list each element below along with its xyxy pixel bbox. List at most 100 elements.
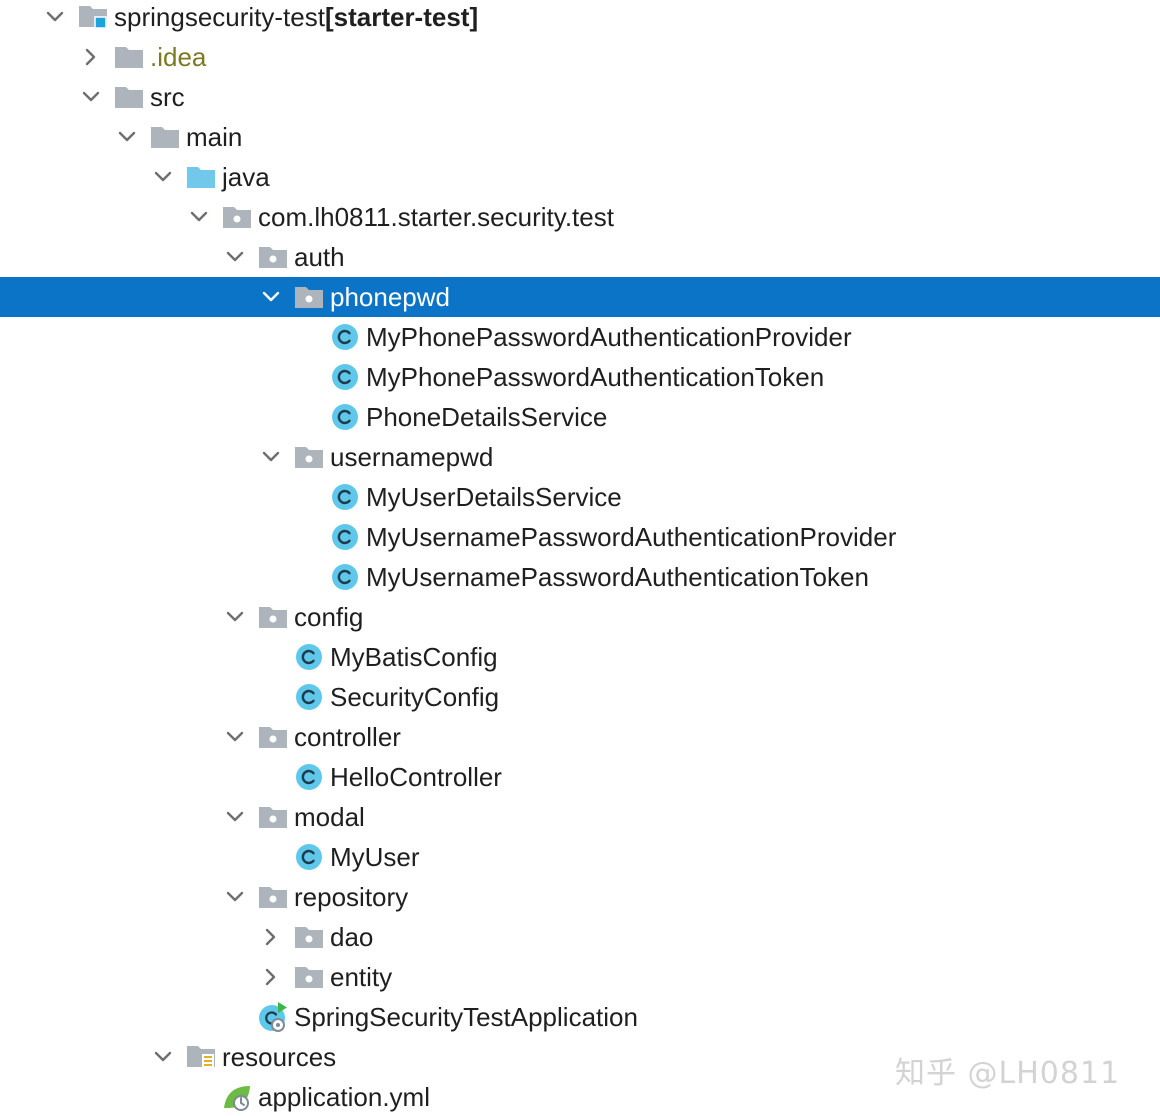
tree-node-modal[interactable]: modal bbox=[0, 797, 1160, 837]
chevron-down-icon[interactable] bbox=[150, 1037, 176, 1077]
tree-node-label: dao bbox=[330, 922, 374, 952]
module-tag: [starter-test] bbox=[324, 2, 479, 32]
tree-node-springsecurity-test[interactable]: springsecurity-test [starter-test] bbox=[0, 0, 1160, 37]
chevron-down-icon[interactable] bbox=[258, 437, 284, 477]
project-name: springsecurity-test bbox=[114, 2, 325, 32]
tree-node-label: main bbox=[186, 122, 243, 152]
tree-node-label: MyUserDetailsService bbox=[366, 482, 622, 512]
tree-node-auth[interactable]: auth bbox=[0, 237, 1160, 277]
toggle-spacer bbox=[186, 1077, 212, 1116]
tree-node-label: MyUsernamePasswordAuthenticationToken bbox=[366, 562, 869, 592]
tree-node-label: .idea bbox=[150, 42, 207, 72]
module-folder-icon bbox=[78, 0, 108, 37]
chevron-down-icon[interactable] bbox=[222, 597, 248, 637]
class-icon bbox=[294, 837, 324, 877]
tree-node-java[interactable]: java bbox=[0, 157, 1160, 197]
package-icon bbox=[258, 877, 288, 917]
tree-node-label: MyBatisConfig bbox=[330, 642, 498, 672]
tree-node-hellocontroller[interactable]: HelloController bbox=[0, 757, 1160, 797]
package-icon bbox=[294, 437, 324, 477]
tree-node-securityconfig[interactable]: SecurityConfig bbox=[0, 677, 1160, 717]
tree-node-myusernamepasswordauthenticationprovider[interactable]: MyUsernamePasswordAuthenticationProvider bbox=[0, 517, 1160, 557]
package-icon bbox=[258, 717, 288, 757]
tree-node-myphonepasswordauthenticationprovider[interactable]: MyPhonePasswordAuthenticationProvider bbox=[0, 317, 1160, 357]
resources-folder-icon bbox=[186, 1037, 216, 1077]
toggle-spacer bbox=[294, 397, 320, 437]
class-icon bbox=[330, 517, 360, 557]
chevron-down-icon[interactable] bbox=[78, 77, 104, 117]
chevron-down-icon[interactable] bbox=[222, 717, 248, 757]
package-icon bbox=[258, 597, 288, 637]
package-icon bbox=[294, 917, 324, 957]
chevron-down-icon[interactable] bbox=[258, 277, 284, 317]
class-icon bbox=[294, 637, 324, 677]
tree-node-config[interactable]: config bbox=[0, 597, 1160, 637]
tree-node-label: application.yml bbox=[258, 1082, 430, 1112]
toggle-spacer bbox=[294, 357, 320, 397]
chevron-down-icon[interactable] bbox=[150, 157, 176, 197]
tree-node-label: config bbox=[294, 602, 364, 632]
tree-node-label: entity bbox=[330, 962, 393, 992]
tree-node-label: com.lh0811.starter.security.test bbox=[258, 202, 614, 232]
tree-node-idea[interactable]: .idea bbox=[0, 37, 1160, 77]
tree-node-myuserdetailsservice[interactable]: MyUserDetailsService bbox=[0, 477, 1160, 517]
tree-node-label: HelloController bbox=[330, 762, 502, 792]
tree-node-usernamepwd[interactable]: usernamepwd bbox=[0, 437, 1160, 477]
toggle-spacer bbox=[294, 557, 320, 597]
chevron-right-icon[interactable] bbox=[258, 957, 284, 997]
tree-node-com-lh0811-starter-security-test[interactable]: com.lh0811.starter.security.test bbox=[0, 197, 1160, 237]
class-icon bbox=[294, 757, 324, 797]
tree-node-springsecuritytestapplication[interactable]: SpringSecurityTestApplication bbox=[0, 997, 1160, 1037]
toggle-spacer bbox=[258, 637, 284, 677]
spring-boot-class-icon bbox=[258, 997, 288, 1037]
tree-node-application-yml[interactable]: application.yml bbox=[0, 1077, 1160, 1116]
chevron-down-icon[interactable] bbox=[114, 117, 140, 157]
tree-node-dao[interactable]: dao bbox=[0, 917, 1160, 957]
toggle-spacer bbox=[258, 677, 284, 717]
class-icon bbox=[330, 477, 360, 517]
folder-icon bbox=[114, 77, 144, 117]
class-icon bbox=[330, 557, 360, 597]
tree-node-repository[interactable]: repository bbox=[0, 877, 1160, 917]
class-icon bbox=[330, 397, 360, 437]
tree-node-phonedetailsservice[interactable]: PhoneDetailsService bbox=[0, 397, 1160, 437]
tree-node-myuser[interactable]: MyUser bbox=[0, 837, 1160, 877]
tree-node-main[interactable]: main bbox=[0, 117, 1160, 157]
tree-node-label: modal bbox=[294, 802, 365, 832]
toggle-spacer bbox=[258, 837, 284, 877]
tree-node-entity[interactable]: entity bbox=[0, 957, 1160, 997]
tree-node-myusernamepasswordauthenticationtoken[interactable]: MyUsernamePasswordAuthenticationToken bbox=[0, 557, 1160, 597]
tree-node-label: MyPhonePasswordAuthenticationToken bbox=[366, 362, 825, 392]
package-icon bbox=[258, 797, 288, 837]
toggle-spacer bbox=[258, 757, 284, 797]
toggle-spacer bbox=[294, 317, 320, 357]
chevron-down-icon[interactable] bbox=[222, 877, 248, 917]
toggle-spacer bbox=[222, 997, 248, 1037]
chevron-down-icon[interactable] bbox=[222, 237, 248, 277]
chevron-down-icon[interactable] bbox=[42, 0, 68, 37]
tree-node-resources[interactable]: resources bbox=[0, 1037, 1160, 1077]
toggle-spacer bbox=[294, 477, 320, 517]
tree-node-label: phonepwd bbox=[330, 282, 450, 312]
tree-node-phonepwd[interactable]: phonepwd bbox=[0, 277, 1160, 317]
tree-node-myphonepasswordauthenticationtoken[interactable]: MyPhonePasswordAuthenticationToken bbox=[0, 357, 1160, 397]
class-icon bbox=[330, 357, 360, 397]
tree-node-label: controller bbox=[294, 722, 401, 752]
chevron-down-icon[interactable] bbox=[186, 197, 212, 237]
class-icon bbox=[294, 677, 324, 717]
folder-icon bbox=[114, 37, 144, 77]
watermark: 知乎 @LH0811 bbox=[895, 1056, 1121, 1091]
tree-node-mybatisconfig[interactable]: MyBatisConfig bbox=[0, 637, 1160, 677]
chevron-right-icon[interactable] bbox=[258, 917, 284, 957]
tree-node-label: MyUsernamePasswordAuthenticationProvider bbox=[366, 522, 897, 552]
tree-node-controller[interactable]: controller bbox=[0, 717, 1160, 757]
tree-node-label: src bbox=[150, 82, 185, 112]
chevron-down-icon[interactable] bbox=[222, 797, 248, 837]
tree-node-label: MyPhonePasswordAuthenticationProvider bbox=[366, 322, 852, 352]
tree-node-src[interactable]: src bbox=[0, 77, 1160, 117]
tree-node-label: MyUser bbox=[330, 842, 420, 872]
toggle-spacer bbox=[294, 517, 320, 557]
tree-node-label: SecurityConfig bbox=[330, 682, 500, 712]
chevron-right-icon[interactable] bbox=[78, 37, 104, 77]
